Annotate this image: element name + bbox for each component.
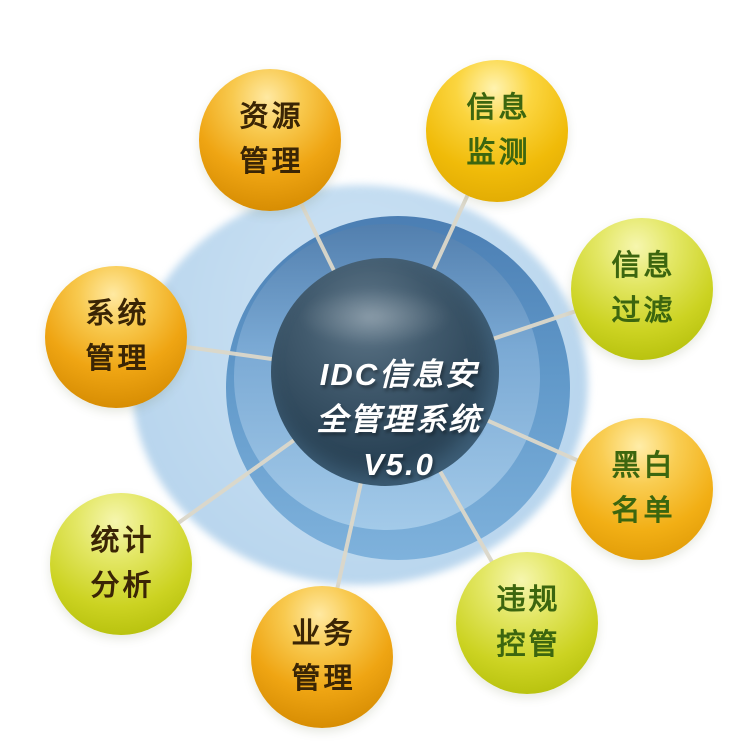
node-label: 资源 管理 xyxy=(236,95,303,185)
node-label-line: 监测 xyxy=(466,137,531,169)
node-violation-control: 违规 控管 xyxy=(456,552,598,694)
node-business-management: 业务 管理 xyxy=(251,586,393,728)
node-label: 业务 管理 xyxy=(288,612,355,702)
node-info-filtering: 信息 过滤 xyxy=(571,218,713,360)
center-title-line2: 全管理系统 xyxy=(316,402,482,437)
center-title: IDC信息安 全管理系统 V5.0 xyxy=(285,352,513,487)
node-black-white-list: 黑白 名单 xyxy=(571,418,713,560)
node-label-line: 信息 xyxy=(611,250,676,282)
node-label-line: 资源 xyxy=(239,101,304,133)
node-label: 信息 监测 xyxy=(463,86,530,176)
node-system-management: 系统 管理 xyxy=(45,266,187,408)
node-label-line: 管理 xyxy=(239,146,304,178)
center-title-line3: V5.0 xyxy=(363,447,435,482)
core-circle xyxy=(271,258,499,486)
node-label: 信息 过滤 xyxy=(608,244,675,334)
node-label: 统计 分析 xyxy=(87,519,154,609)
node-label-line: 统计 xyxy=(90,525,155,557)
node-label-line: 信息 xyxy=(466,92,531,124)
node-label-line: 名单 xyxy=(611,495,676,527)
node-label: 黑白 名单 xyxy=(608,444,675,534)
core-highlight-haze xyxy=(300,288,450,346)
node-label-line: 控管 xyxy=(496,629,561,661)
node-label-line: 业务 xyxy=(291,618,356,650)
node-label-line: 违规 xyxy=(496,584,561,616)
node-info-monitoring: 信息 监测 xyxy=(426,60,568,202)
node-label-line: 管理 xyxy=(291,663,356,695)
node-label: 违规 控管 xyxy=(493,578,560,668)
node-label-line: 过滤 xyxy=(611,295,676,327)
node-label-line: 黑白 xyxy=(611,450,676,482)
node-label: 系统 管理 xyxy=(82,292,149,382)
node-resource-management: 资源 管理 xyxy=(199,69,341,211)
center-title-line1: IDC信息安 xyxy=(319,357,479,392)
node-label-line: 系统 xyxy=(85,298,150,330)
node-label-line: 管理 xyxy=(85,343,150,375)
node-label-line: 分析 xyxy=(90,570,155,602)
node-statistics-analysis: 统计 分析 xyxy=(50,493,192,635)
